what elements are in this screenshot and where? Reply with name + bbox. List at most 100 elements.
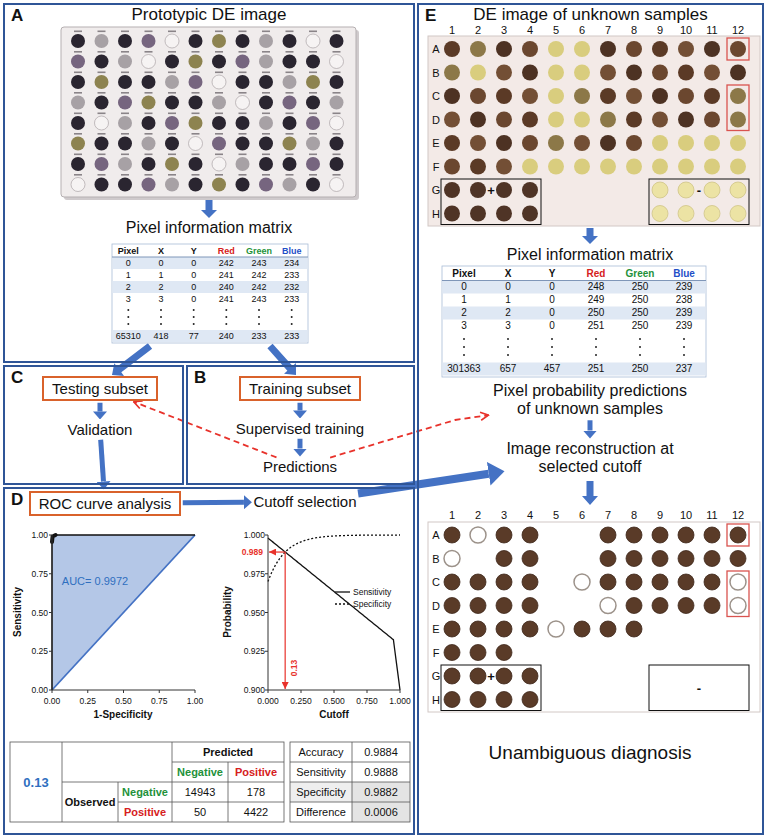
panel-letter: B (194, 369, 206, 388)
well (470, 621, 486, 637)
table-cell: 0 (191, 271, 196, 280)
table-cell: 239 (676, 282, 693, 292)
well (189, 116, 203, 130)
chance-line (52, 535, 195, 690)
well-tag (98, 31, 106, 33)
well (189, 178, 203, 192)
well (730, 159, 746, 175)
table-cell: 250 (632, 321, 649, 331)
step-text: Pixel information matrix (507, 246, 673, 264)
axis-tick (49, 535, 52, 536)
well (678, 206, 694, 222)
table-frame (290, 742, 410, 822)
well (730, 206, 746, 222)
well (306, 75, 320, 89)
step-label: Pixel information matrix (126, 219, 292, 237)
well (212, 178, 226, 192)
well (283, 137, 297, 151)
well (600, 135, 616, 151)
well-tag (74, 133, 82, 135)
well (678, 182, 694, 198)
table-cell: 0 (505, 282, 511, 292)
table-cell: 241 (219, 295, 234, 304)
axis-tick (123, 690, 124, 693)
well (496, 135, 512, 151)
axis-tick-label: 1.00 (187, 697, 204, 706)
well (652, 551, 668, 567)
well (678, 159, 694, 175)
block-arrow (201, 200, 217, 218)
well (470, 206, 486, 222)
ellipsis-dot (291, 309, 293, 311)
axis-tick-label: 1.000 (244, 531, 265, 540)
well (522, 692, 538, 708)
well (330, 116, 344, 130)
well (189, 75, 203, 89)
well (165, 75, 179, 89)
well (470, 159, 486, 175)
column-number: 8 (631, 510, 637, 521)
well (444, 182, 460, 198)
well (600, 65, 616, 81)
axis-tick (268, 690, 269, 693)
well (600, 551, 616, 567)
well (496, 65, 512, 81)
step-text: Supervised training (236, 420, 364, 437)
well (470, 598, 486, 614)
column-number: 4 (527, 510, 533, 521)
well-tag (309, 31, 317, 33)
axis-tick-label: 0.750 (356, 697, 377, 706)
well (548, 88, 564, 104)
well (730, 598, 746, 614)
panel-frame: Pixel information matrixPixel probabilit… (417, 3, 764, 835)
table-cell: 0 (549, 282, 555, 292)
ellipsis-dot (551, 346, 553, 348)
highlight-box (727, 524, 749, 546)
well (704, 551, 720, 567)
axis-tick-label: 0.925 (244, 647, 265, 656)
well (95, 178, 109, 192)
well (444, 206, 460, 222)
well (600, 621, 616, 637)
well (496, 692, 512, 708)
well-tag (286, 51, 294, 53)
well-tag (192, 174, 200, 176)
well (142, 157, 156, 171)
well (496, 88, 512, 104)
flow-arrow (297, 439, 302, 449)
step-label: Pixel information matrix (507, 246, 673, 264)
specificity-curve (268, 535, 400, 581)
well (470, 692, 486, 708)
well (444, 112, 460, 128)
step-text: Image reconstruction at selected cutoff (506, 440, 674, 477)
well (165, 55, 179, 69)
panel-frame: Training subsetSupervised trainingPredic… (186, 365, 415, 485)
well (496, 159, 512, 175)
well (212, 96, 226, 110)
well (730, 65, 746, 81)
well (704, 135, 720, 151)
well (212, 75, 226, 89)
table-row-band (113, 281, 308, 293)
negative-control-box (649, 665, 749, 711)
well-tag (98, 72, 106, 74)
well-tag (239, 92, 247, 94)
well (444, 159, 460, 175)
well-tag (192, 72, 200, 74)
well-tag (215, 72, 223, 74)
well (306, 178, 320, 192)
well (678, 112, 694, 128)
row-letter: A (432, 530, 439, 541)
ellipsis-dot (258, 316, 260, 318)
well (283, 96, 297, 110)
well (444, 551, 460, 567)
well (444, 598, 460, 614)
well (730, 551, 746, 567)
well (704, 527, 720, 543)
axis-tick-label: 0.250 (290, 697, 311, 706)
ellipsis-dot (507, 354, 509, 356)
table-header: Blue (673, 269, 695, 279)
table-cell: 237 (676, 364, 693, 374)
well (283, 157, 297, 171)
